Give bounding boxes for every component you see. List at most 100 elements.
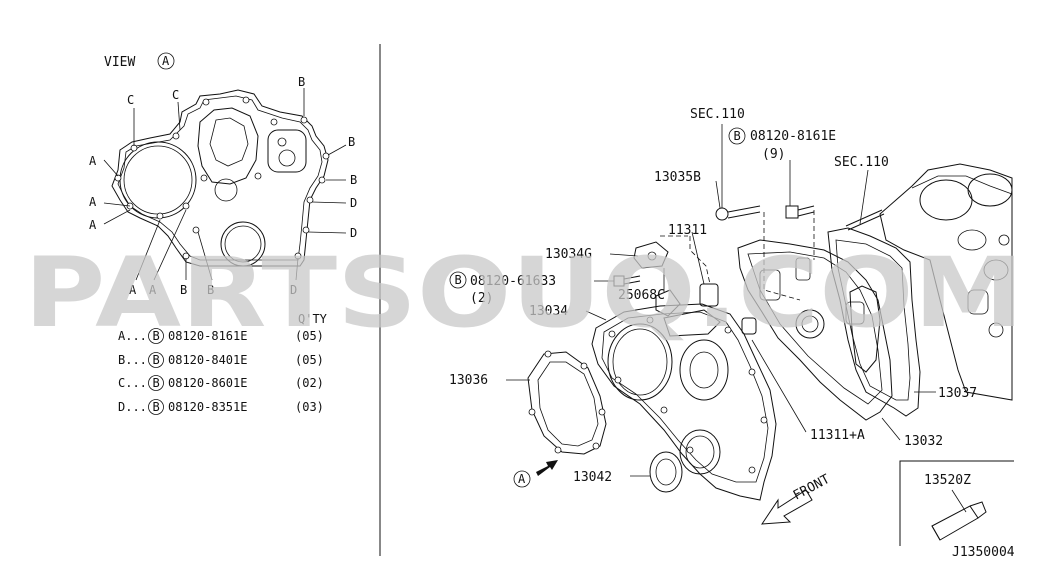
cylinder-bore-2 — [967, 173, 1013, 207]
callout-11311: 11311 — [668, 223, 707, 238]
qty-part-number: 08120-8401E — [168, 353, 247, 367]
front-cover-bolt-holes — [608, 316, 768, 474]
view-letter-b-top: B — [298, 75, 305, 89]
plate-13032-slot-1 — [759, 269, 781, 301]
sealant-tube-cap — [969, 501, 987, 519]
bolt-symbol: B — [153, 329, 160, 343]
view-letter-d2: D — [350, 226, 357, 240]
qty-row-d: D... B 08120-8351E (03) — [118, 399, 324, 415]
callout-08120-61633-qty: (2) — [470, 291, 493, 306]
qty-value: (05) — [295, 353, 324, 367]
view-a-seal-ring — [220, 221, 266, 267]
view-a-upper-opening — [197, 107, 259, 185]
oil-seal-13042-inner — [655, 458, 677, 486]
bolt-08120-61633 — [613, 275, 641, 287]
gasket-13037 — [827, 227, 921, 417]
plate-13032 — [737, 239, 893, 421]
view-letter-a1: A — [89, 154, 97, 168]
view-a-leaders — [103, 88, 347, 281]
gasket-13037-inner — [835, 239, 911, 401]
callout-13042: 13042 — [573, 470, 612, 485]
front-cover-seal-housing-inner — [685, 435, 715, 469]
view-a-upper-slot — [209, 117, 249, 167]
bolt-13035b — [715, 205, 761, 221]
view-letter-c2: C — [172, 88, 179, 102]
gasket-13034g-hole — [647, 251, 657, 261]
view-a-crank-bore-inner — [123, 145, 193, 215]
qty-value: (03) — [295, 400, 324, 414]
engine-block-edge — [911, 175, 1013, 195]
plate-13032-inner — [747, 251, 883, 405]
bolt-symbol: B — [153, 400, 160, 414]
view-a-small-hole — [277, 137, 287, 147]
stud-sec110-b — [845, 209, 885, 231]
oil-seal-13042 — [649, 451, 683, 493]
view-letter-bottom-a1: A — [129, 283, 137, 297]
sealant-tube — [931, 505, 979, 541]
plate-13032-bore — [795, 309, 825, 339]
view-a-ref-circle — [513, 470, 531, 488]
callout-13037: 13037 — [938, 386, 977, 401]
view-letter-bottom-d: D — [290, 283, 297, 297]
watermark: PARTSOUQ.COM — [24, 237, 1024, 349]
bolt-symbol-circle — [728, 127, 746, 145]
gasket-13036 — [527, 351, 607, 455]
block-pocket-3 — [967, 289, 989, 315]
exploded-view: SEC.110 B 08120-8161E (9) SEC.110 13035B… — [449, 107, 1015, 560]
qty-table: Q'TY A... B 08120-8161E (05) B... B 0812… — [118, 312, 328, 415]
view-a-seal-ring-inner — [224, 225, 262, 263]
bolt-symbol: B — [153, 353, 160, 367]
view-letter-bottom-b1: B — [180, 283, 187, 297]
qty-value: (02) — [295, 376, 324, 390]
front-cover-seal-housing — [679, 429, 721, 475]
view-a-gasket-outline — [111, 89, 329, 267]
view-a-bolt-holes — [114, 96, 330, 260]
callout-13036: 13036 — [449, 373, 488, 388]
block-pocket-1 — [957, 229, 987, 251]
callout-11311-a: 11311+A — [810, 428, 865, 443]
view-a-panel: VIEW A — [89, 52, 357, 297]
qty-key: C... — [118, 376, 147, 390]
qty-key: A... — [118, 329, 147, 343]
view-letter-b-r1: B — [348, 135, 355, 149]
qty-key: D... — [118, 400, 147, 414]
qty-row-c: C... B 08120-8601E (02) — [118, 375, 324, 391]
qty-header: Q'TY — [298, 312, 328, 326]
front-cover-big-bore — [607, 323, 673, 401]
qty-part-number: 08120-8351E — [168, 400, 247, 414]
gasket-11311-a — [741, 317, 757, 335]
bolt-symbol-circle — [148, 328, 164, 344]
sealant-inset: 13520Z — [899, 460, 1014, 546]
gasket-13034g — [633, 241, 669, 269]
diagram-code: J1350004 — [952, 545, 1015, 560]
view-letter-c1: C — [127, 93, 134, 107]
qty-part-number: 08120-8601E — [168, 376, 247, 390]
bolt-symbol: B — [734, 129, 741, 143]
view-letter-b-r2: B — [350, 173, 357, 187]
gasket-13036-inner — [537, 361, 599, 447]
front-cover-big-bore-inner — [612, 328, 668, 396]
view-a-aux-bore — [214, 178, 238, 202]
view-letter-a2: A — [89, 195, 97, 209]
view-a-pump-plate — [267, 129, 307, 173]
qty-row-a: A... B 08120-8161E (05) — [118, 328, 324, 344]
qty-part-number: 08120-8161E — [168, 329, 247, 343]
qty-key: B... — [118, 353, 147, 367]
front-cover-pump-bore-inner — [689, 351, 719, 389]
callout-13035b: 13035B — [654, 170, 701, 185]
seal-25068c — [655, 289, 681, 317]
bolt-symbol: B — [455, 273, 462, 287]
bolt-symbol-circle — [148, 375, 164, 391]
block-hole-1 — [988, 322, 1004, 338]
front-direction-arrow: FRONT — [761, 472, 833, 525]
view-letter-bottom-a2: A — [149, 283, 157, 297]
callout-13034: 13034 — [529, 304, 568, 319]
bolt-08120-8161e — [785, 205, 815, 219]
view-a-gasket-inner — [117, 95, 323, 261]
view-letter-d1: D — [350, 196, 357, 210]
front-cover-pump-bore — [679, 339, 729, 401]
front-cover-13034-inner — [601, 311, 769, 483]
inset-frame — [899, 460, 1014, 546]
view-letter-a3: A — [89, 218, 97, 232]
